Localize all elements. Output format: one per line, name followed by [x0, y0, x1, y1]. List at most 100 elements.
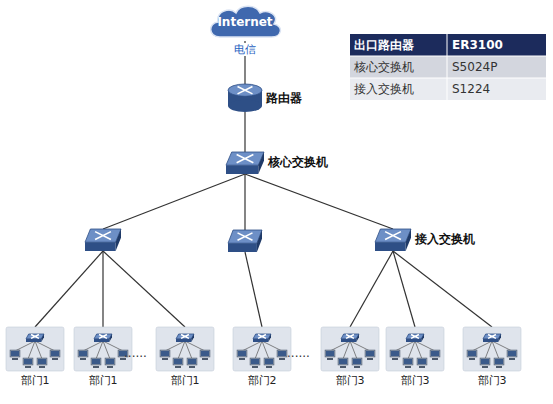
pc-monitor: [494, 358, 504, 365]
pc-icon: [417, 358, 427, 368]
pc-screen: [391, 351, 399, 356]
pc-monitor: [237, 350, 247, 357]
department-lan-graphic: [386, 327, 444, 371]
switch-end: [498, 334, 501, 342]
device-arrows: [385, 232, 401, 240]
switch-end: [421, 334, 424, 342]
pc-base: [367, 358, 373, 360]
network-link: [244, 174, 245, 230]
pc-base: [432, 358, 438, 360]
department-lan-graphic: [156, 327, 214, 371]
table-cell: S1224: [452, 82, 542, 96]
ellipsis-mark: ......: [287, 346, 327, 360]
lan-wire: [103, 341, 123, 351]
device-arrows: [31, 334, 39, 338]
table-cell: 核心交换机: [354, 60, 444, 74]
pc-screen: [251, 359, 259, 364]
lan-wire: [28, 341, 35, 359]
router-icon: 路由器: [228, 84, 262, 112]
network-link: [244, 112, 245, 152]
switch-top: [226, 152, 264, 165]
switch-top: [228, 230, 262, 243]
pc-monitor: [467, 350, 477, 357]
table-header: [350, 34, 546, 56]
lan-wire: [492, 341, 512, 351]
access-switch-icon: [85, 229, 121, 251]
table-cell: 接入交换机: [354, 82, 444, 96]
node-label: 部门3: [386, 374, 444, 387]
node-label: Internet: [206, 15, 284, 29]
device-arrows: [237, 154, 254, 162]
pc-monitor: [390, 350, 400, 357]
department-lan: 部门3: [386, 327, 444, 371]
pc-screen: [265, 359, 273, 364]
device-arrows: [99, 334, 107, 338]
pc-monitor: [200, 350, 210, 357]
pc-screen: [174, 359, 182, 364]
pc-screen: [366, 351, 374, 356]
node-label: 部门2: [233, 374, 291, 387]
pc-screen: [201, 351, 209, 356]
switch-top: [483, 334, 501, 339]
pc-icon: [277, 350, 287, 360]
switch-end: [116, 229, 121, 251]
pc-screen: [106, 359, 114, 364]
pc-monitor: [277, 350, 287, 357]
switch-top: [26, 334, 44, 339]
switch-side: [226, 165, 258, 174]
pc-base: [25, 366, 31, 368]
table-header-cell: ER3100: [452, 38, 542, 52]
pc-icon: [480, 358, 490, 368]
pc-icon: [352, 358, 362, 368]
switch-side: [26, 339, 41, 342]
device-arrows: [181, 334, 189, 338]
table-row: [350, 78, 546, 100]
switch-side: [253, 339, 268, 342]
lan-panel: [233, 327, 291, 371]
pc-icon: [200, 350, 210, 360]
switch-end: [41, 334, 44, 342]
router-top: [228, 84, 262, 96]
department-lan: 部门1: [156, 327, 214, 371]
pc-monitor: [507, 350, 517, 357]
pc-base: [469, 358, 475, 360]
pc-base: [162, 358, 168, 360]
switch-side: [483, 339, 498, 342]
pc-monitor: [325, 350, 335, 357]
pc-base: [279, 358, 285, 360]
switch-end: [406, 229, 411, 251]
pc-monitor: [338, 358, 348, 365]
pc-icon: [105, 358, 115, 368]
pc-screen: [468, 351, 476, 356]
pc-base: [340, 366, 346, 368]
switch-top: [94, 334, 112, 339]
access-switch-icon: [228, 230, 262, 252]
node-label: 部门1: [156, 374, 214, 387]
pc-icon: [50, 350, 60, 360]
switch-side: [406, 339, 421, 342]
node-label: 部门3: [463, 374, 521, 387]
table-cell: S5024P: [452, 60, 542, 74]
pc-icon: [10, 350, 20, 360]
pc-screen: [38, 359, 46, 364]
switch-side: [176, 339, 191, 342]
pc-base: [496, 366, 502, 368]
pc-icon: [390, 350, 400, 360]
lan-panel: [156, 327, 214, 371]
pc-monitor: [50, 350, 60, 357]
pc-screen: [339, 359, 347, 364]
pc-screen: [238, 351, 246, 356]
pc-base: [419, 366, 425, 368]
pc-screen: [495, 359, 503, 364]
pc-icon: [23, 358, 33, 368]
device-arrows: [238, 86, 253, 93]
lan-wire: [96, 341, 103, 359]
pc-base: [327, 358, 333, 360]
switch-end: [268, 334, 271, 342]
pc-monitor: [37, 358, 47, 365]
table-rule: [350, 56, 546, 57]
department-lan: 部门1: [74, 327, 132, 371]
router-base: [228, 100, 262, 112]
pc-icon: [467, 350, 477, 360]
lan-panel: [6, 327, 64, 371]
